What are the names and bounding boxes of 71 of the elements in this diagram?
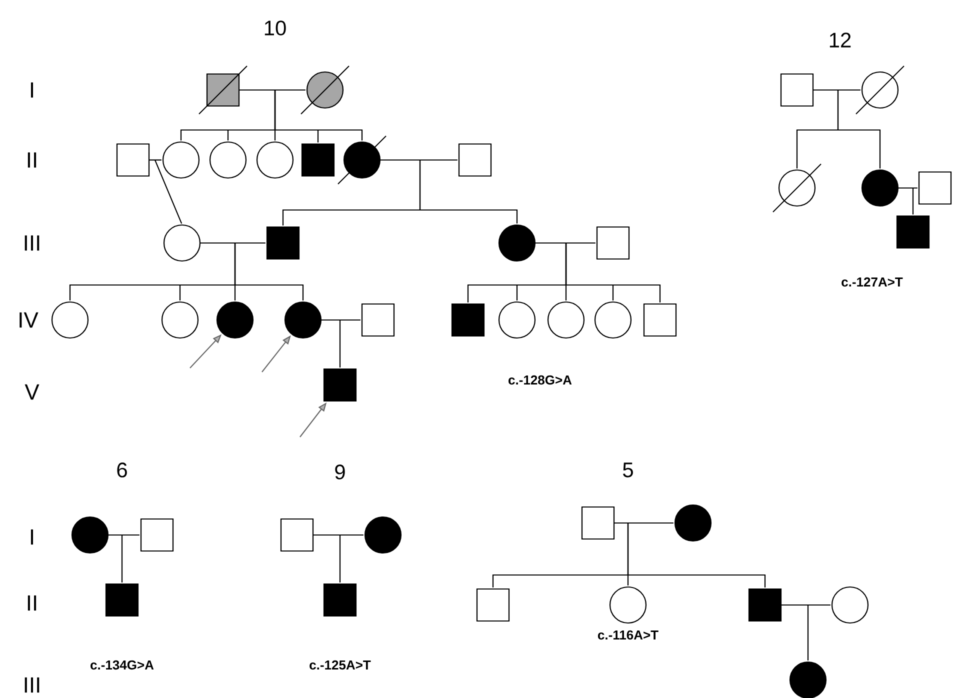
generation-numeral: V — [24, 384, 40, 400]
male-symbol — [643, 303, 677, 337]
male-symbol — [301, 143, 335, 177]
family-number: 5 — [623, 462, 633, 478]
descent-line — [380, 159, 518, 224]
female-symbol — [498, 301, 536, 339]
family-number: 6 — [117, 462, 127, 478]
male-symbol — [458, 143, 492, 177]
descent-line — [898, 187, 914, 214]
descent-line — [782, 604, 809, 660]
male-symbol — [780, 73, 814, 107]
male-symbol — [198, 66, 248, 114]
male-symbol — [896, 215, 930, 249]
female-symbol — [216, 301, 254, 339]
male-symbol — [116, 143, 150, 177]
male-symbol — [266, 226, 300, 260]
generation-numeral: II — [28, 595, 36, 611]
male-symbol — [596, 226, 630, 260]
descent-line — [814, 89, 881, 168]
female-symbol — [338, 136, 386, 184]
descent-line — [322, 319, 341, 368]
mutation-label: c.-134G>A — [90, 660, 154, 670]
descent-line — [536, 242, 661, 302]
male-symbol — [918, 171, 952, 205]
female-symbol — [856, 66, 904, 114]
family-number: 10 — [264, 20, 286, 36]
family-number: 9 — [335, 464, 345, 480]
female-symbol — [772, 164, 822, 212]
female-symbol — [789, 661, 827, 698]
female-symbol — [831, 586, 869, 624]
mutation-label: c.-128G>A — [508, 375, 572, 385]
generation-numeral: I — [30, 529, 34, 545]
male-symbol — [361, 303, 395, 337]
mutation-label: c.-125A>T — [310, 660, 371, 670]
female-symbol — [161, 301, 199, 339]
mutation-label: c.-127A>T — [842, 277, 903, 287]
female-symbol — [162, 141, 200, 179]
female-symbol — [547, 301, 585, 339]
female-symbol — [364, 516, 402, 554]
descent-line — [108, 534, 123, 582]
female-symbol — [163, 224, 201, 262]
male-symbol — [451, 303, 485, 337]
female-symbol — [284, 301, 322, 339]
female-symbol — [594, 301, 632, 339]
female-symbol — [51, 301, 89, 339]
female-symbol — [609, 586, 647, 624]
female-symbol — [209, 141, 247, 179]
descent-line — [314, 534, 341, 582]
male-symbol — [323, 368, 357, 402]
male-symbol — [581, 506, 615, 540]
generation-numeral: II — [28, 152, 36, 168]
female-symbol — [71, 516, 109, 554]
generation-numeral: I — [30, 82, 34, 98]
male-symbol — [748, 588, 782, 622]
male-symbol — [140, 518, 174, 552]
female-symbol — [300, 66, 350, 114]
descent-line — [150, 159, 182, 224]
male-symbol — [323, 583, 357, 617]
descent-line — [240, 89, 363, 140]
female-symbol — [498, 224, 536, 262]
male-symbol — [280, 518, 314, 552]
family-number: 12 — [830, 32, 851, 48]
generation-numeral: III — [24, 235, 40, 251]
descent-line — [614, 522, 766, 588]
female-symbol — [256, 141, 294, 179]
female-symbol — [861, 169, 899, 207]
female-symbol — [674, 504, 712, 542]
descent-line — [200, 242, 304, 300]
male-symbol — [105, 583, 139, 617]
male-symbol — [476, 588, 510, 622]
generation-numeral: III — [24, 677, 40, 693]
